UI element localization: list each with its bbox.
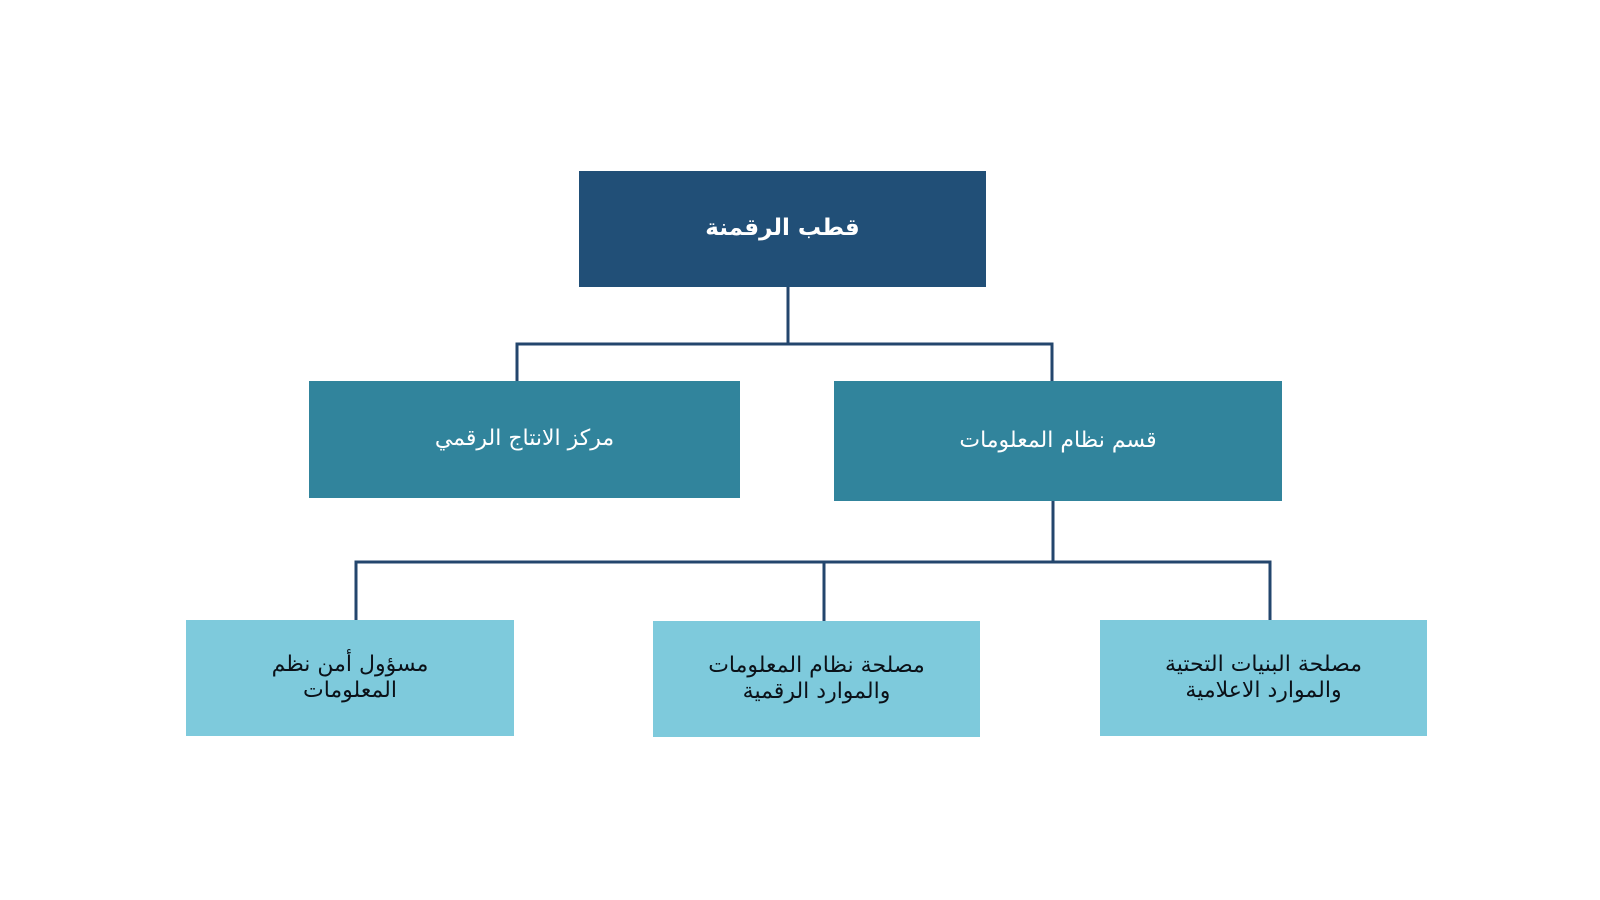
- node-information-systems-service: مصلحة نظام المعلومات والموارد الرقمية: [653, 621, 980, 737]
- node-infrastructure-service: مصلحة البنيات التحتية والموارد الاعلامية: [1100, 620, 1427, 736]
- node-label: مصلحة البنيات التحتية والموارد الاعلامية: [1164, 651, 1362, 703]
- node-digital-production-center: مركز الانتاج الرقمي: [309, 381, 740, 498]
- root-node-label: قطب الرقمنة: [705, 215, 860, 242]
- node-information-security-officer: مسؤول أمن نظم المعلومات: [186, 620, 514, 736]
- root-node-digitalization-pole: قطب الرقمنة: [579, 171, 986, 287]
- node-label: قسم نظام المعلومات: [959, 427, 1157, 453]
- node-label: مصلحة نظام المعلومات والموارد الرقمية: [708, 652, 925, 704]
- node-information-system-department: قسم نظام المعلومات: [834, 381, 1282, 501]
- node-label: مركز الانتاج الرقمي: [434, 426, 615, 452]
- node-label: مسؤول أمن نظم المعلومات: [271, 651, 429, 703]
